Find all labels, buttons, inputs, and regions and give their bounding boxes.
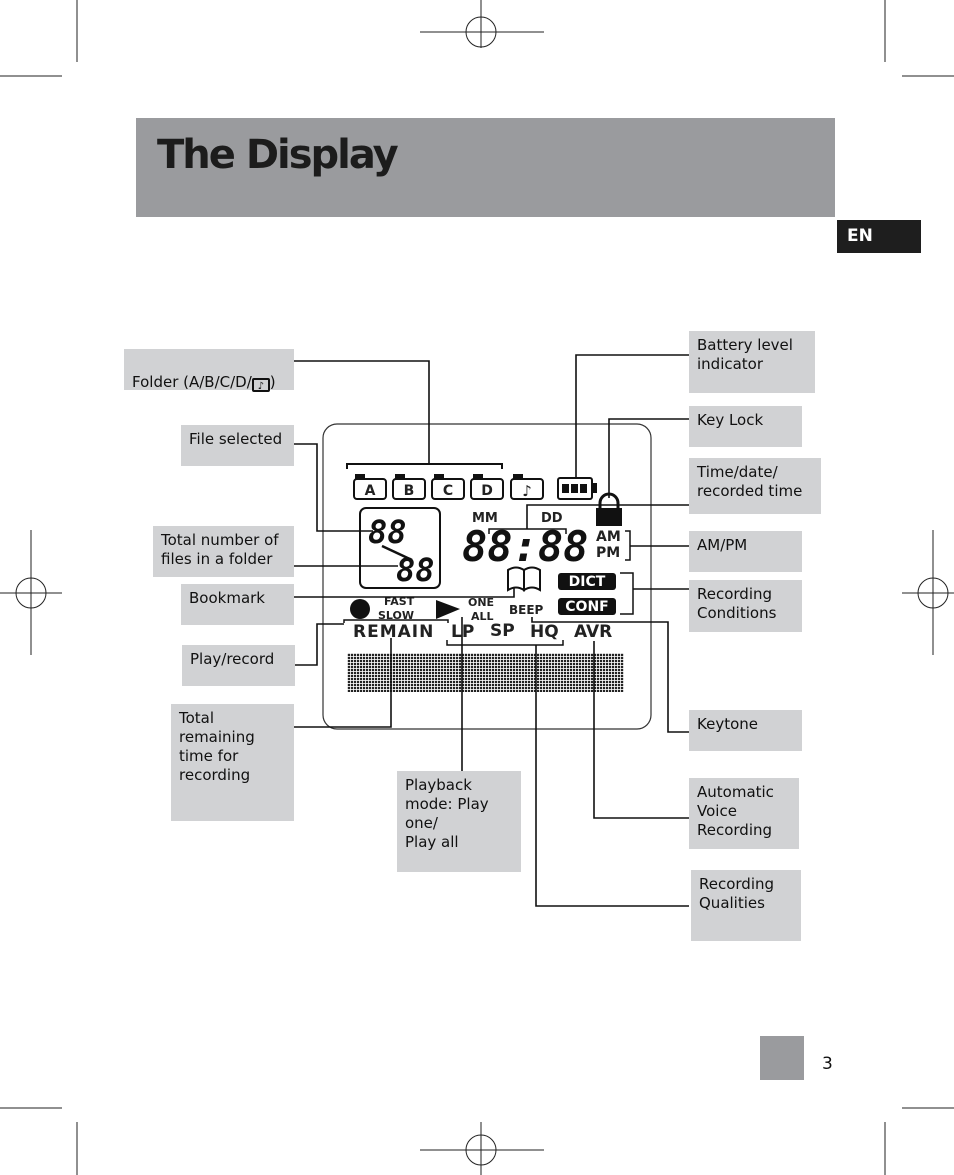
callout-time-date: Time/date/ recorded time	[689, 458, 821, 514]
callout-total-files: Total number of files in a folder	[153, 526, 294, 577]
sp-label: SP	[490, 621, 515, 641]
callout-total-remaining: Total remaining time for recording	[171, 704, 294, 821]
callout-file-selected: File selected	[181, 425, 294, 466]
folder-a-icon	[353, 474, 387, 500]
callout-bookmark: Bookmark	[181, 584, 294, 625]
callout-recording-qualities: Recording Qualities	[691, 870, 801, 941]
file-digits-bottom: 88	[396, 551, 435, 589]
dot-matrix-display	[347, 653, 624, 692]
one-label: ONE	[468, 596, 494, 609]
mm-label: MM	[472, 511, 498, 526]
pm-label: PM	[596, 545, 620, 561]
language-badge: EN	[837, 220, 921, 253]
page-number: 3	[822, 1054, 833, 1074]
callout-folder: Folder (A/B/C/D/♪)	[124, 349, 294, 392]
fast-label: FAST	[384, 595, 415, 608]
header-band	[136, 118, 835, 217]
callout-recording-conditions: Recording Conditions	[689, 580, 802, 632]
callout-keytone: Keytone	[689, 710, 802, 751]
callout-folder-suffix: )	[269, 373, 276, 391]
callout-battery: Battery level indicator	[689, 331, 815, 393]
file-number-box	[359, 507, 441, 589]
callout-am-pm: AM/PM	[689, 531, 802, 572]
callout-play-record: Play/record	[182, 645, 295, 686]
lcd-panel	[322, 423, 652, 730]
page-number-box	[760, 1036, 804, 1080]
remain-label: REMAIN	[353, 622, 434, 642]
folder-a-label: A	[365, 483, 376, 499]
conf-badge	[558, 598, 616, 615]
avr-label: AVR	[574, 622, 612, 642]
am-label: AM	[596, 529, 621, 545]
callout-key-lock: Key Lock	[689, 406, 802, 447]
beep-label: BEEP	[509, 603, 544, 617]
folder-music-icon	[510, 474, 544, 500]
record-dot-icon	[350, 599, 370, 619]
all-label: ALL	[471, 610, 494, 623]
folder-icons	[353, 474, 544, 500]
leader-lines	[294, 354, 689, 907]
play-triangle-icon	[436, 600, 460, 619]
callout-folder-text: Folder (A/B/C/D/	[132, 373, 252, 391]
folder-b-icon	[392, 474, 426, 500]
hq-label: HQ	[530, 622, 559, 642]
lock-icon	[596, 492, 622, 526]
callout-auto-voice: Automatic Voice Recording	[689, 778, 799, 849]
bookmark-icon	[507, 566, 541, 592]
folder-c-label: C	[443, 483, 453, 499]
folder-c-icon	[431, 474, 465, 500]
clock-digits: 88:88	[462, 522, 588, 571]
slow-label: SLOW	[378, 609, 414, 622]
battery-icon	[557, 477, 597, 500]
conf-label: CONF	[565, 599, 608, 615]
dict-badge	[558, 573, 616, 590]
callout-playback-mode: Playback mode: Play one/ Play all	[397, 771, 521, 872]
folder-music-icon: ♪	[251, 378, 270, 392]
folder-music-label: ♪	[522, 482, 532, 500]
folder-b-label: B	[404, 483, 415, 499]
page-title: The Display	[157, 132, 399, 178]
dict-label: DICT	[569, 574, 606, 590]
folder-d-label: D	[481, 483, 493, 499]
dd-label: DD	[541, 511, 563, 526]
file-digits-top: 88	[368, 513, 407, 551]
folder-d-icon	[470, 474, 504, 500]
